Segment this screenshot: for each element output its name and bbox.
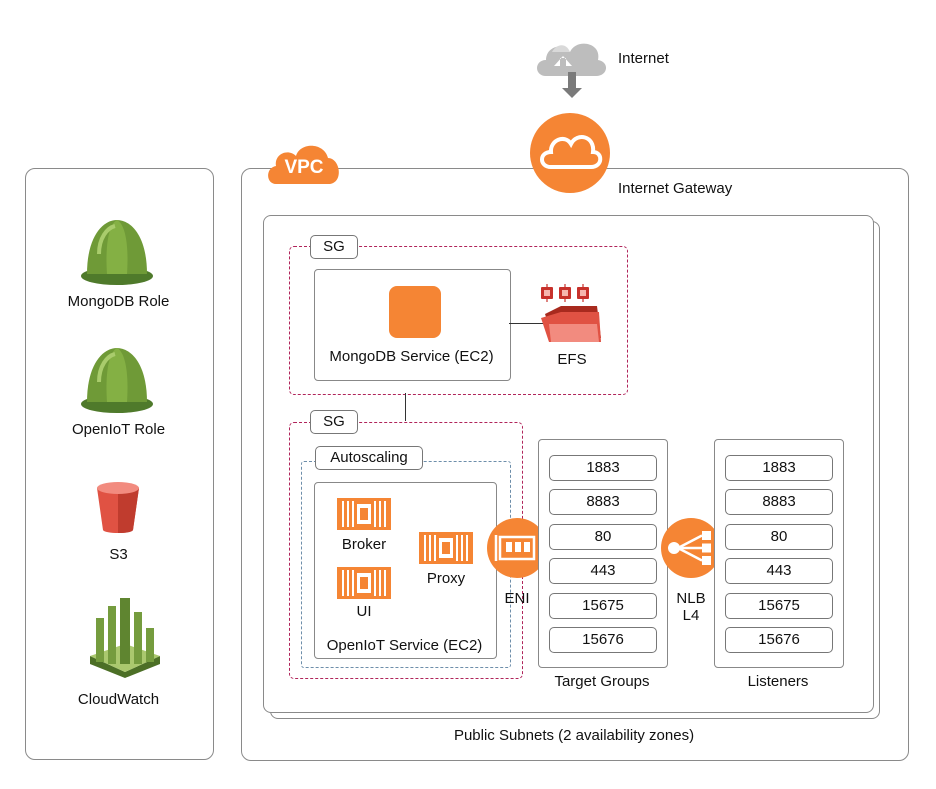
listener-port: 15676 xyxy=(725,627,833,653)
vpc-badge-icon xyxy=(268,145,339,184)
ec2-instance-icon xyxy=(389,286,441,338)
broker-label: Broker xyxy=(341,536,387,553)
listener-port: 1883 xyxy=(725,455,833,481)
efs-label: EFS xyxy=(557,351,587,368)
internet-cloud-icon xyxy=(537,43,607,98)
ui-chip-icon xyxy=(337,567,391,599)
ui-label: UI xyxy=(356,603,372,620)
sg-openiot-tag: SG xyxy=(310,410,358,434)
internet-gateway-icon xyxy=(530,113,610,193)
sg-connector xyxy=(405,393,406,421)
listeners-panel: 1883 8883 80 443 15675 15676 xyxy=(714,439,844,668)
target-group-port: 8883 xyxy=(549,489,657,515)
broker-chip-icon xyxy=(337,498,391,530)
efs-icon xyxy=(541,284,601,342)
openiot-service-label: OpenIoT Service (EC2) xyxy=(326,637,483,654)
listener-port: 8883 xyxy=(725,489,833,515)
vpc-badge-label: VPC xyxy=(284,157,324,178)
target-groups-panel: 1883 8883 80 443 15675 15676 xyxy=(538,439,668,668)
proxy-label: Proxy xyxy=(426,570,466,587)
internet-label: Internet xyxy=(618,50,669,67)
target-group-port: 443 xyxy=(549,558,657,584)
internet-gateway-label: Internet Gateway xyxy=(618,180,733,197)
nlb-label-line1: NLB xyxy=(676,590,706,607)
nlb-icon xyxy=(661,518,721,578)
iam-role-helmet-icon xyxy=(81,348,153,413)
mongodb-efs-connector xyxy=(509,323,549,324)
sidebar-item-mongodb-role-label: MongoDB Role xyxy=(67,293,170,310)
sg-mongodb-tag: SG xyxy=(310,235,358,259)
eni-icon xyxy=(487,518,547,578)
listeners-label: Listeners xyxy=(747,673,809,690)
target-groups-label: Target Groups xyxy=(554,673,650,690)
sidebar-item-s3-label: S3 xyxy=(109,546,128,563)
mongodb-service-label: MongoDB Service (EC2) xyxy=(329,348,494,365)
iam-role-helmet-icon xyxy=(81,220,153,285)
eni-label: ENI xyxy=(504,590,530,607)
autoscaling-tag: Autoscaling xyxy=(315,446,423,470)
cloudwatch-icon xyxy=(90,598,160,678)
listener-port: 80 xyxy=(725,524,833,550)
nlb-label-line2: L4 xyxy=(682,607,700,624)
proxy-chip-icon xyxy=(419,532,473,564)
target-group-port: 15676 xyxy=(549,627,657,653)
sidebar-item-cloudwatch-label: CloudWatch xyxy=(77,691,160,708)
target-group-port: 15675 xyxy=(549,593,657,619)
listener-port: 443 xyxy=(725,558,833,584)
s3-bucket-icon xyxy=(97,482,139,533)
target-group-port: 80 xyxy=(549,524,657,550)
listener-port: 15675 xyxy=(725,593,833,619)
target-group-port: 1883 xyxy=(549,455,657,481)
subnet-label: Public Subnets (2 availability zones) xyxy=(453,727,695,744)
sidebar-item-openiot-role-label: OpenIoT Role xyxy=(71,421,166,438)
security-group-mongodb xyxy=(289,246,628,395)
